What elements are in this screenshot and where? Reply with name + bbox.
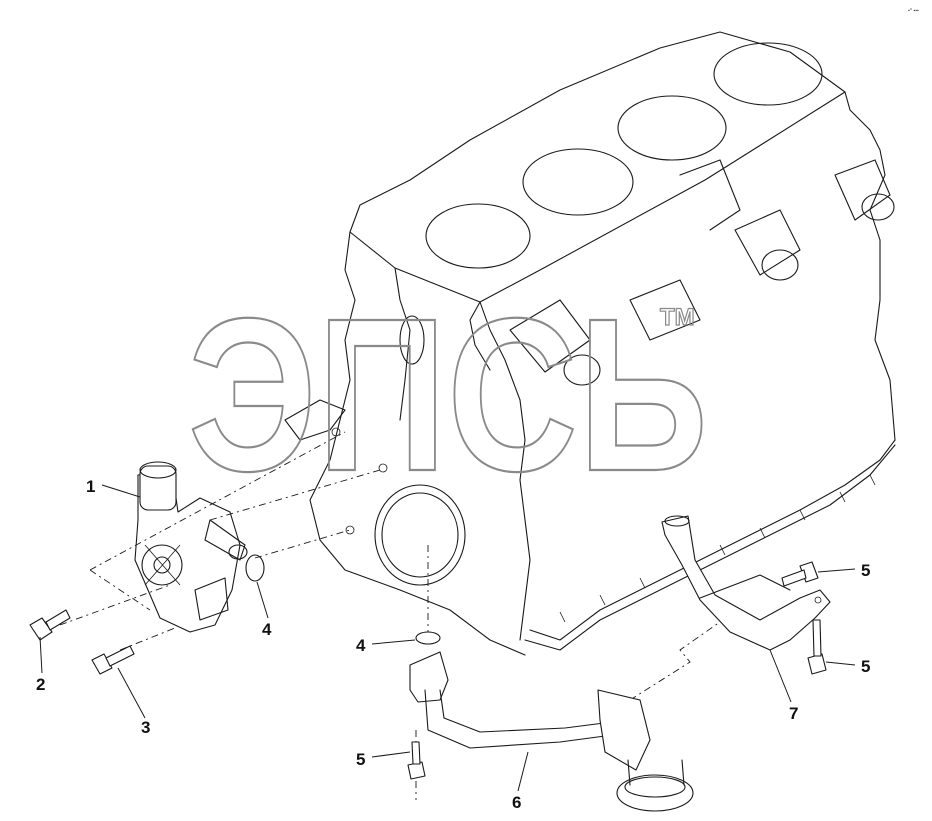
callout-5-right: 5 xyxy=(861,657,870,676)
watermark-text: ЭПСЬ xyxy=(188,274,708,517)
bolt-part-5-top xyxy=(781,561,819,587)
bolt-part-5-right xyxy=(807,619,827,675)
callout-labels: 1 2 3 4 4 5 5 5 6 7 xyxy=(36,477,870,812)
strainer-bracket xyxy=(661,515,831,651)
callout-6: 6 xyxy=(512,793,521,812)
callout-4-strainer: 4 xyxy=(356,636,366,655)
o-ring-strainer xyxy=(415,631,441,645)
bolt-part-3 xyxy=(91,645,135,675)
oil-pump xyxy=(134,461,248,633)
callout-2: 2 xyxy=(36,675,45,694)
bolt-part-5-left xyxy=(407,741,426,780)
cylinder-bore-4 xyxy=(713,42,823,106)
bolt-part-2 xyxy=(29,609,71,641)
cylinder-bore-2 xyxy=(522,148,634,216)
callout-3: 3 xyxy=(141,718,150,737)
watermark-tm: TM xyxy=(660,304,695,331)
callout-1: 1 xyxy=(86,477,95,496)
corner-mark: ▪^ ▪▪▪ xyxy=(908,8,919,14)
callout-5-top: 5 xyxy=(861,561,870,580)
callout-7: 7 xyxy=(789,704,798,723)
oil-strainer-pipe xyxy=(409,631,694,812)
cylinder-bore-3 xyxy=(617,95,727,161)
callout-4-left: 4 xyxy=(262,620,272,639)
o-ring-left xyxy=(245,554,265,582)
front-cover-opening xyxy=(374,484,466,586)
watermark-logo: ЭПСЬ TM xyxy=(187,273,709,518)
leader-lines xyxy=(39,484,856,792)
cylinder-bore-1 xyxy=(425,203,531,269)
callout-5-left: 5 xyxy=(356,750,365,769)
